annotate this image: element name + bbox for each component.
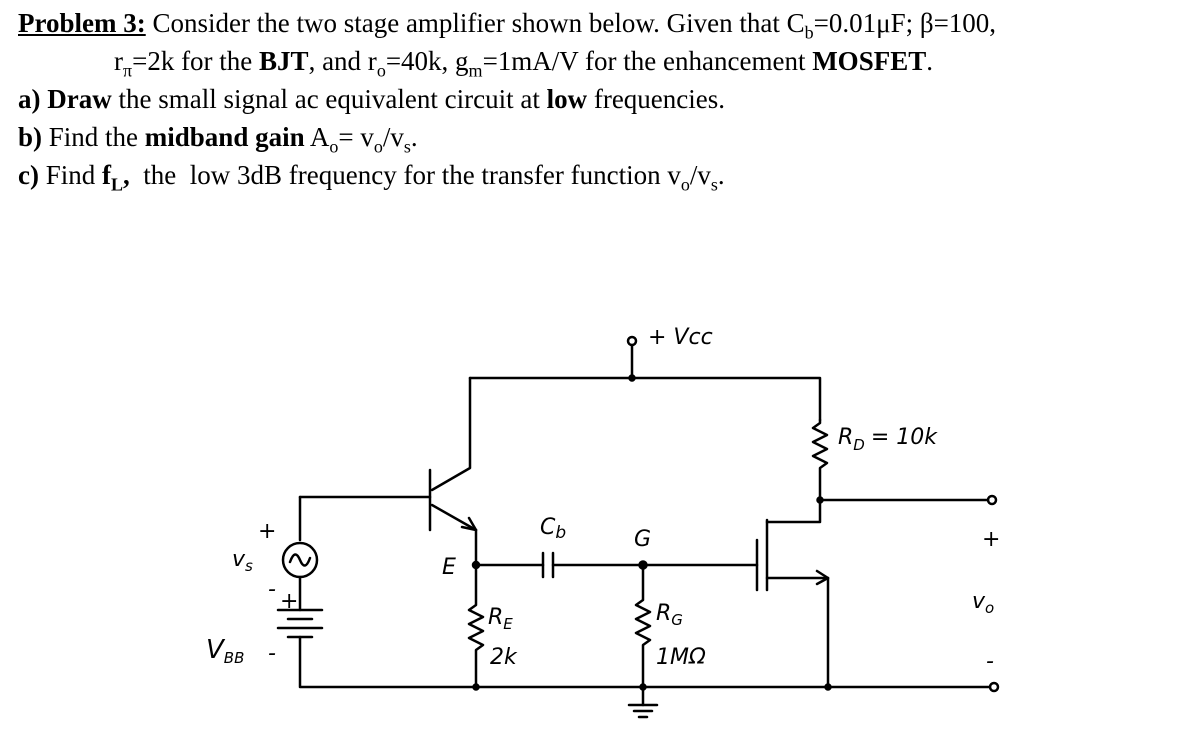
emitter-label: E	[442, 555, 456, 580]
mosfet-source-node-dot	[824, 683, 832, 691]
vbb-label: VBB	[206, 635, 244, 667]
gate-label: G	[634, 527, 651, 552]
mosfet-drain-wire	[765, 498, 822, 524]
problem-statement: Problem 3: Consider the two stage amplif…	[18, 4, 1193, 194]
vo-label: vo	[972, 589, 994, 617]
vcc-rail-wire	[468, 376, 822, 422]
rg-value: 1MΩ	[656, 645, 706, 670]
vbb-minus-sign: -	[268, 641, 276, 666]
vo-plus-sign: +	[982, 527, 1000, 552]
vo-minus-terminal	[988, 681, 1000, 693]
vbb-bottom-wire	[298, 635, 992, 689]
vbb-plus-sign: +	[280, 589, 298, 614]
bjt-emitter-lead	[430, 503, 478, 532]
rg-resistor	[634, 563, 652, 689]
bjt-collector-wire	[430, 376, 472, 492]
problem-line-2: rπ=2k for the BJT, and ro=40k, gm=1mA/V …	[114, 46, 933, 81]
cb-label: Cb	[540, 515, 566, 543]
vs-minus-sign: -	[268, 577, 276, 602]
rd-resistor	[811, 418, 829, 502]
re-resistor	[467, 563, 485, 689]
question-a: a) Draw the small signal ac equivalent c…	[18, 84, 726, 114]
re-ground-node-dot	[472, 683, 480, 691]
problem-title: Problem 3:	[18, 8, 146, 38]
vo-plus-terminal	[986, 494, 998, 506]
rd-label: RD= 10k	[838, 425, 938, 454]
vcc-junction-dot	[628, 374, 636, 382]
vcc-terminal	[626, 335, 638, 347]
question-c: c) Find fL, the low 3dB frequency for th…	[18, 160, 725, 195]
problem-line-1: Problem 3: Consider the two stage amplif…	[18, 8, 997, 43]
rg-label: RG	[656, 601, 683, 629]
vcc-label: + Vcc	[648, 325, 713, 350]
vs-source-sine	[288, 553, 312, 567]
re-value: 2k	[490, 645, 518, 670]
vo-minus-sign: -	[986, 649, 994, 674]
re-label: RE	[488, 605, 513, 633]
vs-plus-sign: +	[258, 519, 276, 544]
vs-label: vs	[232, 547, 253, 575]
question-b: b) Find the midband gain Ao= vo/vs.	[18, 122, 418, 157]
